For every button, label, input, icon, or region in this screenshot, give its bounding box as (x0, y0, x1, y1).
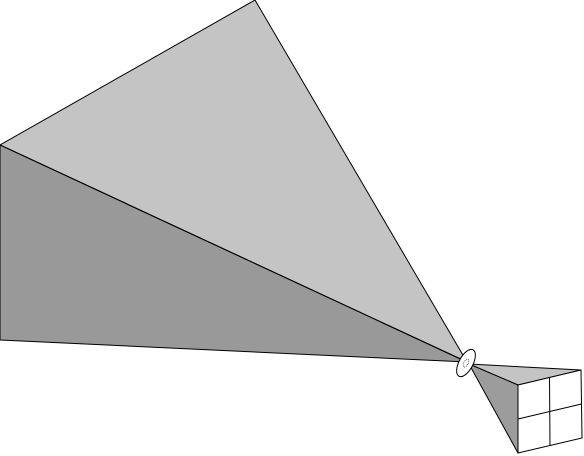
pinhole-lens (456, 348, 476, 378)
image-frustum (467, 362, 583, 454)
lens-ellipse (456, 348, 476, 378)
image-plane-grid-horizontal (517, 403, 582, 420)
object-cone (0, 0, 469, 364)
lens-aperture (462, 358, 470, 368)
image-plane-grid (517, 377, 582, 446)
cone-ridge-edge (0, 144, 468, 363)
